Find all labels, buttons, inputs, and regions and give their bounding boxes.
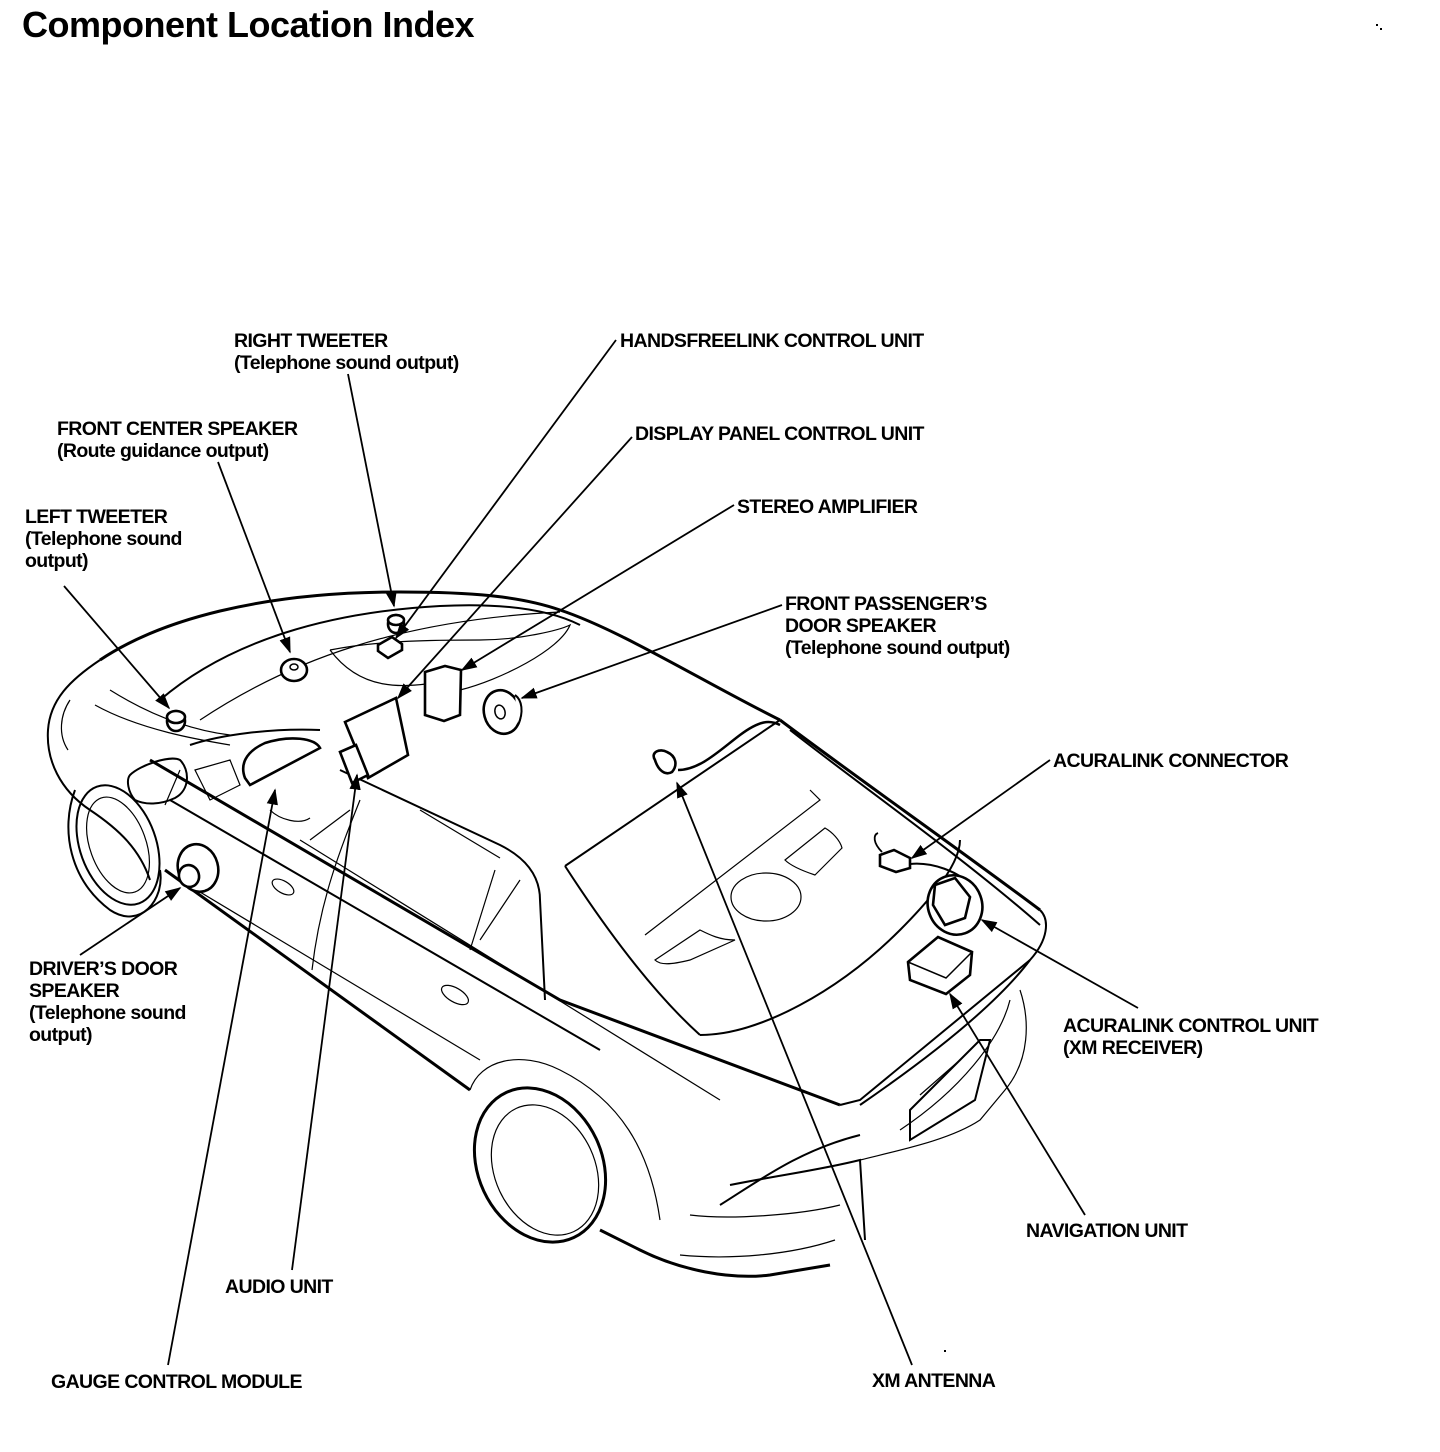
label-acuralink-connector: ACURALINK CONNECTOR	[1053, 750, 1289, 772]
leader-front-passengers-door-speaker	[520, 604, 783, 699]
handsfreelink-control-unit-icon	[376, 635, 404, 660]
leader-drivers-door-speaker	[79, 887, 182, 956]
leader-gauge-control-module	[167, 788, 278, 1366]
leader-acuralink-connector	[910, 759, 1051, 859]
label-xm-antenna: XM ANTENNA	[872, 1370, 996, 1392]
label-name: ACURALINK CONNECTOR	[1053, 750, 1289, 772]
label-gauge-control-module: GAUGE CONTROL MODULE	[51, 1371, 302, 1393]
car-body-outline	[46, 590, 1047, 1278]
label-name: STEREO AMPLIFIER	[737, 496, 918, 518]
label-detail: (XM RECEIVER)	[1063, 1037, 1203, 1059]
acuralink-connector-icon	[873, 832, 976, 891]
label-name: RIGHT TWEETER	[234, 330, 388, 352]
label-detail: (Telephone sound output)	[234, 352, 459, 374]
label-detail: (Telephone sound	[29, 1002, 186, 1024]
leader-display-panel-control-unit	[396, 436, 633, 700]
leader-right-tweeter	[347, 373, 397, 608]
leader-navigation-unit	[949, 992, 1086, 1216]
leader-audio-unit	[291, 773, 361, 1271]
label-name: LEFT TWEETER	[25, 506, 168, 528]
leader-left-tweeter	[63, 585, 171, 710]
leader-xm-antenna	[676, 781, 913, 1366]
label-detail: (Telephone sound	[25, 528, 182, 550]
label-handsfreelink-control-unit: HANDSFREELINK CONTROL UNIT	[620, 330, 924, 352]
label-detail: SPEAKER	[29, 980, 120, 1002]
label-stereo-amplifier: STEREO AMPLIFIER	[737, 496, 918, 518]
scan-speck	[1376, 24, 1378, 26]
leader-stereo-amplifier	[460, 504, 735, 671]
label-detail: output)	[29, 1024, 93, 1046]
label-name: GAUGE CONTROL MODULE	[51, 1371, 302, 1393]
label-name: FRONT CENTER SPEAKER	[57, 418, 298, 440]
label-name: ACURALINK CONTROL UNIT	[1063, 1015, 1319, 1037]
label-detail: output)	[25, 550, 89, 572]
scan-speck	[1380, 28, 1382, 30]
leader-front-center-speaker	[217, 461, 291, 654]
label-navigation-unit: NAVIGATION UNIT	[1026, 1220, 1188, 1242]
stereo-amplifier-icon	[423, 664, 463, 723]
label-name: DRIVER’S DOOR	[29, 958, 178, 980]
label-name: NAVIGATION UNIT	[1026, 1220, 1188, 1242]
left-tweeter-icon	[165, 709, 187, 733]
label-left-tweeter: LEFT TWEETER (Telephone sound output)	[25, 506, 182, 572]
label-name: DISPLAY PANEL CONTROL UNIT	[635, 423, 924, 445]
label-audio-unit: AUDIO UNIT	[225, 1276, 333, 1298]
front-passengers-door-speaker-icon	[482, 688, 523, 736]
front-center-speaker-icon	[279, 657, 309, 683]
xm-antenna-icon	[652, 720, 781, 775]
acuralink-control-unit-icon	[926, 874, 984, 936]
label-front-center-speaker: FRONT CENTER SPEAKER (Route guidance out…	[57, 418, 298, 462]
label-detail: DOOR SPEAKER	[785, 615, 937, 637]
leader-handsfreelink-control-unit	[395, 339, 617, 640]
audio-unit-icon	[338, 743, 370, 785]
label-name: FRONT PASSENGER’S	[785, 593, 987, 615]
label-name: XM ANTENNA	[872, 1370, 996, 1392]
label-detail: (Telephone sound output)	[785, 637, 1010, 659]
drivers-door-speaker-icon	[176, 842, 220, 894]
label-acuralink-control-unit: ACURALINK CONTROL UNIT (XM RECEIVER)	[1063, 1015, 1319, 1059]
page-title: Component Location Index	[22, 4, 475, 45]
label-detail: (Route guidance output)	[57, 440, 269, 462]
leader-lines	[63, 339, 1139, 1366]
label-name: AUDIO UNIT	[225, 1276, 333, 1298]
label-display-panel-control-unit: DISPLAY PANEL CONTROL UNIT	[635, 423, 924, 445]
label-front-passengers-door-speaker: FRONT PASSENGER’S DOOR SPEAKER (Telephon…	[785, 593, 1010, 659]
navigation-unit-icon	[906, 935, 974, 996]
gauge-control-module-icon	[241, 737, 322, 787]
label-drivers-door-speaker: DRIVER’S DOOR SPEAKER (Telephone sound o…	[29, 958, 186, 1046]
label-name: HANDSFREELINK CONTROL UNIT	[620, 330, 924, 352]
label-right-tweeter: RIGHT TWEETER (Telephone sound output)	[234, 330, 459, 374]
leader-acuralink-control-unit	[980, 919, 1139, 1009]
scan-speck	[944, 1350, 946, 1352]
